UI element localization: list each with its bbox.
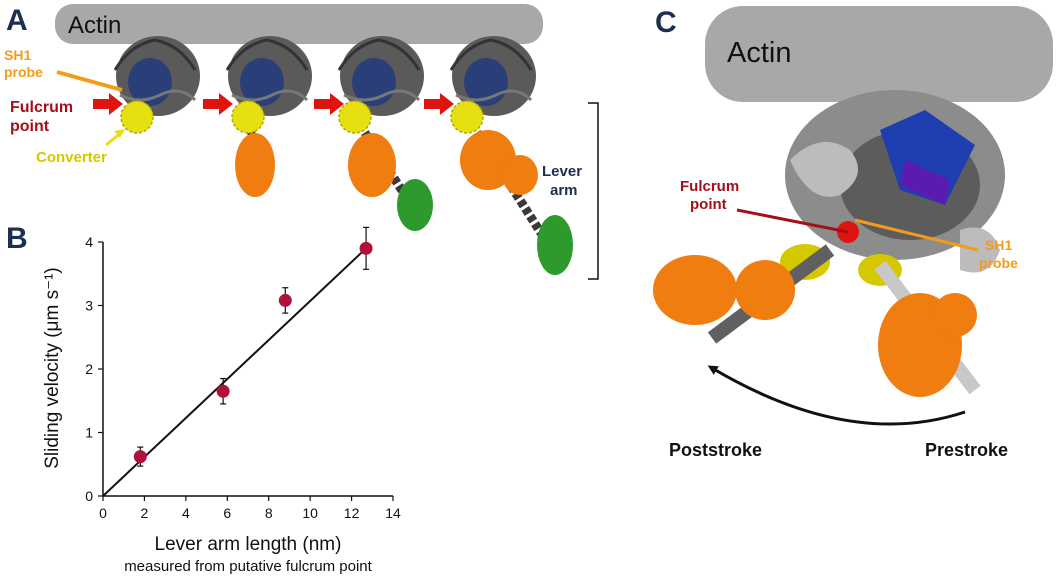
- lever-arm-label-line1: Lever: [542, 163, 582, 180]
- data-point: [133, 450, 147, 464]
- x-tick-label: 14: [385, 505, 401, 521]
- prestroke-label: Prestroke: [925, 440, 1008, 460]
- myosin-head-4: [449, 36, 536, 116]
- y-tick-label: 4: [85, 234, 93, 250]
- myosin-motor-domain: [785, 90, 1005, 273]
- fulcrum-pointer-line: [736, 208, 849, 234]
- x-tick-label: 0: [99, 505, 107, 521]
- poststroke-label: Poststroke: [669, 440, 762, 460]
- x-tick-label: 8: [265, 505, 273, 521]
- fit-line: [102, 247, 367, 497]
- poststroke-light-chain-2: [735, 260, 795, 320]
- y-tick-label: 3: [85, 298, 93, 314]
- lever-arm-label-line2: arm: [550, 182, 578, 199]
- panel-c: C Actin Fulcrum point: [653, 6, 1053, 460]
- converter-circles: [120, 100, 484, 134]
- actin-filament: [55, 4, 543, 44]
- panel-a: A Actin: [4, 4, 599, 280]
- lever-arm-bracket: [588, 102, 599, 280]
- light-chains-orange: [235, 130, 538, 197]
- y-tick-label: 0: [85, 488, 93, 504]
- fulcrum-label-c-line1: Fulcrum: [680, 178, 739, 195]
- myosin-head-3: [337, 36, 424, 116]
- x-tick-label: 2: [141, 505, 149, 521]
- y-tick-label: 1: [85, 425, 93, 441]
- x-axis-title: Lever arm length (nm): [155, 534, 342, 555]
- data-point: [359, 241, 373, 255]
- power-stroke-arrow: [707, 365, 966, 426]
- prestroke-light-chain-2: [933, 293, 977, 337]
- panel-c-letter: C: [655, 6, 677, 39]
- x-tick-label: 12: [344, 505, 360, 521]
- y-axis-title: Sliding velocity (μm s⁻¹): [42, 267, 63, 469]
- x-tick-label: 4: [182, 505, 190, 521]
- y-tick-label: 2: [85, 361, 93, 377]
- data-point: [216, 384, 230, 398]
- x-tick-label: 10: [302, 505, 318, 521]
- myosin-head-1: [113, 36, 200, 116]
- fulcrum-label-line1: Fulcrum: [10, 99, 73, 116]
- converter-label: Converter: [36, 149, 107, 166]
- panel-b-letter: B: [6, 222, 28, 255]
- x-tick-label: 6: [223, 505, 231, 521]
- x-axis-subtitle: measured from putative fulcrum point: [124, 558, 372, 575]
- fulcrum-arrows: [93, 93, 454, 115]
- light-chains-green: [397, 179, 573, 275]
- poststroke-light-chain-1: [653, 255, 737, 325]
- actin-label-c: Actin: [727, 37, 791, 69]
- sh1-probe-line-c: [854, 218, 979, 252]
- panel-a-letter: A: [6, 4, 28, 37]
- actin-filament-c: [705, 6, 1053, 102]
- fulcrum-label-c-line2: point: [690, 196, 727, 213]
- data-point: [278, 293, 292, 307]
- actin-label: Actin: [68, 12, 121, 39]
- sh1-probe-marker: [56, 70, 123, 92]
- myosin-head-2: [225, 36, 312, 116]
- sh1-label-c-line2: probe: [979, 255, 1018, 271]
- sh1-probe-label-line1: SH1: [4, 47, 31, 63]
- sh1-label-c-line1: SH1: [985, 237, 1012, 253]
- sh1-probe-label-line2: probe: [4, 64, 43, 80]
- fulcrum-label-line2: point: [10, 118, 50, 135]
